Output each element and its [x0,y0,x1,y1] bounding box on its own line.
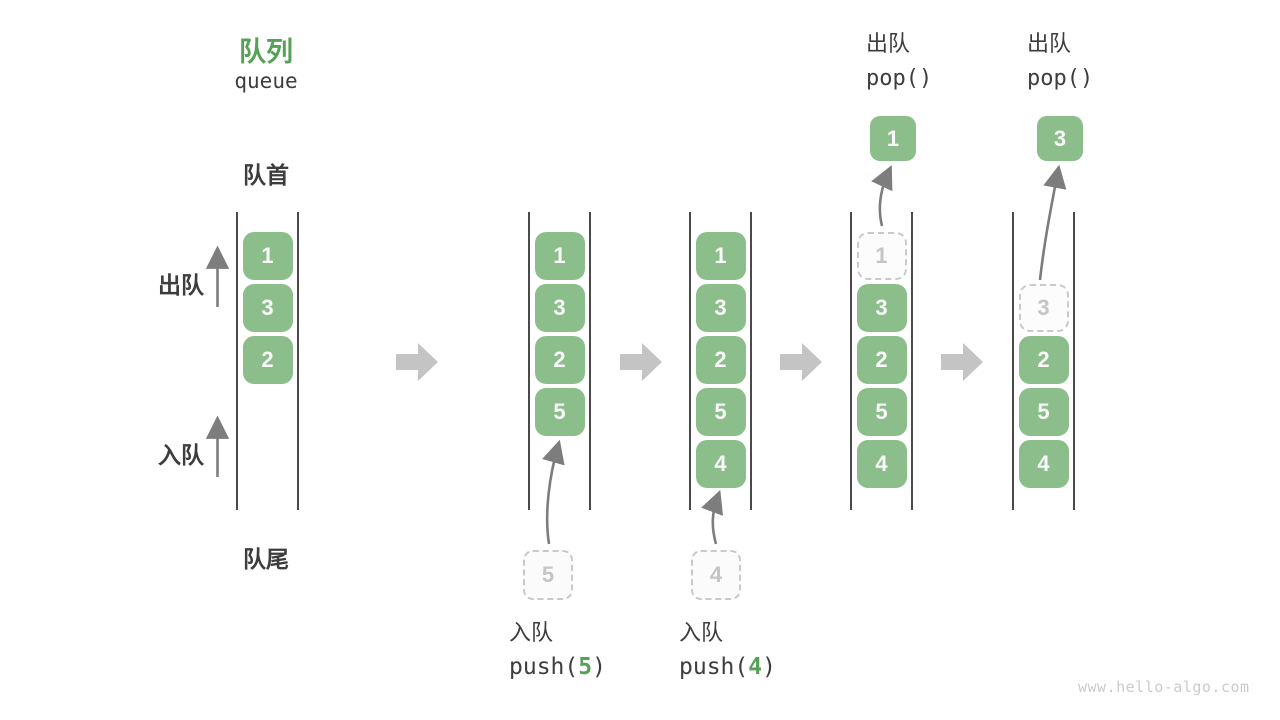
queue-cell: 2 [695,336,746,384]
pending-cell: 4 [691,550,741,600]
pending-cell: 5 [523,550,573,600]
queue-cell: 3 [856,284,907,332]
queue-rail [850,212,852,510]
queue-rail [750,212,752,510]
label-queue-front: 队首 [243,162,289,188]
page-title: 队列 [239,37,293,67]
pop-header-code: pop() [1027,66,1094,91]
queue-cell: 3 [695,284,746,332]
queue-cell: 4 [1018,440,1069,488]
right-arrow-icon [780,343,822,381]
pop-header: 出队 pop() [1027,33,1093,90]
queue-cell: 2 [242,336,293,384]
queue-cell: 4 [856,440,907,488]
push-annotation-label: 入队 [679,620,724,645]
right-arrow-icon [396,343,438,381]
label-queue-rear: 队尾 [243,546,289,572]
pop-arrow-icon [1038,164,1067,281]
queue-cell: 3 [534,284,585,332]
pop-header-label: 出队 [1027,31,1072,56]
push-annotation-code: push(5) [509,654,606,680]
label-dequeue: 出队 [158,272,204,298]
push-annotation: 入队 push(5) [509,622,606,679]
queue-cell: 3 [242,284,293,332]
push-arrow-icon [701,489,724,545]
queue-rail [297,212,299,510]
pop-header: 出队 pop() [866,33,932,90]
push-annotation-code: push(4) [679,654,776,680]
page-subtitle: queue [234,69,298,93]
right-arrow-icon [941,343,983,381]
push-arrow-icon [542,439,565,545]
queue-rail [528,212,530,510]
queue-cell: 5 [695,388,746,436]
label-enqueue: 入队 [158,442,204,468]
queue-cell: 1 [534,232,585,280]
queue-cell: 2 [1018,336,1069,384]
queue-cell: 2 [856,336,907,384]
push-annotation-label: 入队 [509,620,554,645]
queue-cell: 5 [856,388,907,436]
queue-cell-dashed: 3 [1018,284,1069,332]
queue-cell: 1 [242,232,293,280]
queue-cell: 2 [534,336,585,384]
queue-rail [689,212,691,510]
popped-value-box: 1 [870,116,916,161]
queue-cell: 4 [695,440,746,488]
queue-rail [1012,212,1014,510]
queue-rail [589,212,591,510]
pop-header-label: 出队 [866,31,911,56]
queue-cell-dashed: 1 [856,232,907,280]
queue-cell: 5 [1018,388,1069,436]
pop-header-code: pop() [866,66,933,91]
queue-cell: 5 [534,388,585,436]
queue-rail [236,212,238,510]
popped-value-box: 3 [1037,116,1083,161]
queue-cell: 1 [695,232,746,280]
queue-rail [1073,212,1075,510]
push-annotation: 入队 push(4) [679,622,776,679]
right-arrow-icon [620,343,662,381]
queue-rail [911,212,913,510]
watermark: www.hello-algo.com [1078,678,1250,696]
pop-arrow-icon [871,165,893,227]
